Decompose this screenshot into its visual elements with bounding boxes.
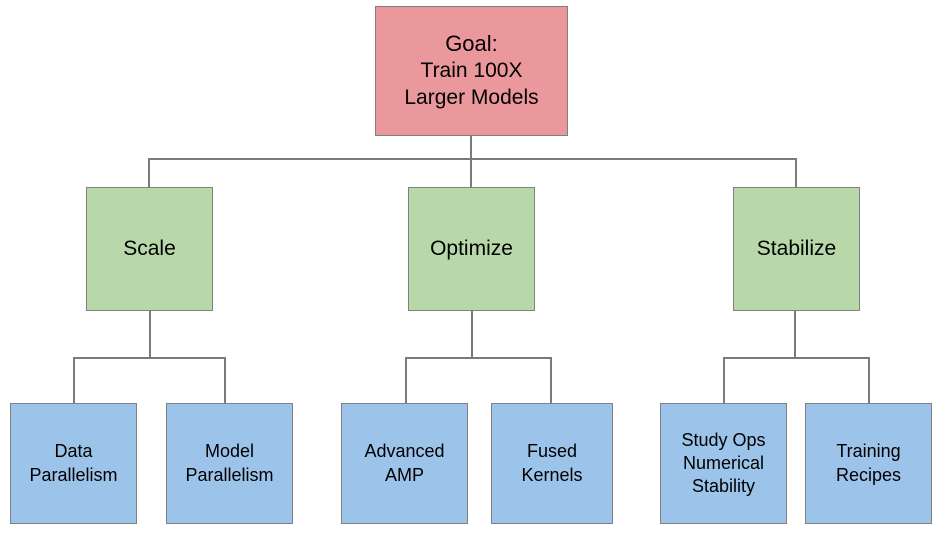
node-training-recipes-label: Training Recipes [835,441,902,485]
connector-optimize-bus [405,357,551,359]
connector-drop-optimize [470,158,472,188]
node-optimize[interactable]: Optimize [408,187,535,311]
node-scale[interactable]: Scale [86,187,213,311]
node-data-parallelism[interactable]: Data Parallelism [10,403,137,524]
connector-drop-advanced-amp [405,357,407,403]
node-training-recipes[interactable]: Training Recipes [805,403,932,524]
node-study-ops-numerical-stability-label: Study Ops Numerical Stability [681,429,766,497]
connector-scale-stem [149,311,151,358]
connector-stabilize-bus [723,357,869,359]
connector-scale-bus [73,357,225,359]
node-advanced-amp-label: Advanced AMP [364,441,445,485]
connector-level2-bus [148,158,796,160]
node-fused-kernels-label: Fused Kernels [521,441,583,485]
node-model-parallelism[interactable]: Model Parallelism [166,403,293,524]
node-stabilize-label: Stabilize [756,236,837,260]
node-advanced-amp[interactable]: Advanced AMP [341,403,468,524]
node-goal[interactable]: Goal:Train 100X Larger Models [375,6,568,136]
node-optimize-label: Optimize [430,236,513,260]
node-goal-body: Train 100X Larger Models [404,59,539,110]
node-model-parallelism-label: Model Parallelism [185,441,274,485]
connector-drop-training-recipes [868,357,870,403]
node-goal-title: Goal: [445,31,498,57]
connector-stabilize-stem [794,311,796,358]
connector-optimize-stem [471,311,473,358]
node-stabilize[interactable]: Stabilize [733,187,860,311]
connector-drop-scale [148,158,150,188]
connector-goal-stem [470,136,472,159]
connector-drop-fused-kernels [550,357,552,403]
connector-drop-stabilize [795,158,797,188]
node-scale-label: Scale [123,236,176,260]
connector-drop-model-parallelism [224,357,226,403]
node-data-parallelism-label: Data Parallelism [29,441,118,485]
node-fused-kernels[interactable]: Fused Kernels [491,403,613,524]
connector-drop-data-parallelism [73,357,75,403]
node-goal-text: Goal:Train 100X Larger Models [400,30,542,112]
node-study-ops-numerical-stability[interactable]: Study Ops Numerical Stability [660,403,787,524]
connector-drop-study-ops [723,357,725,403]
